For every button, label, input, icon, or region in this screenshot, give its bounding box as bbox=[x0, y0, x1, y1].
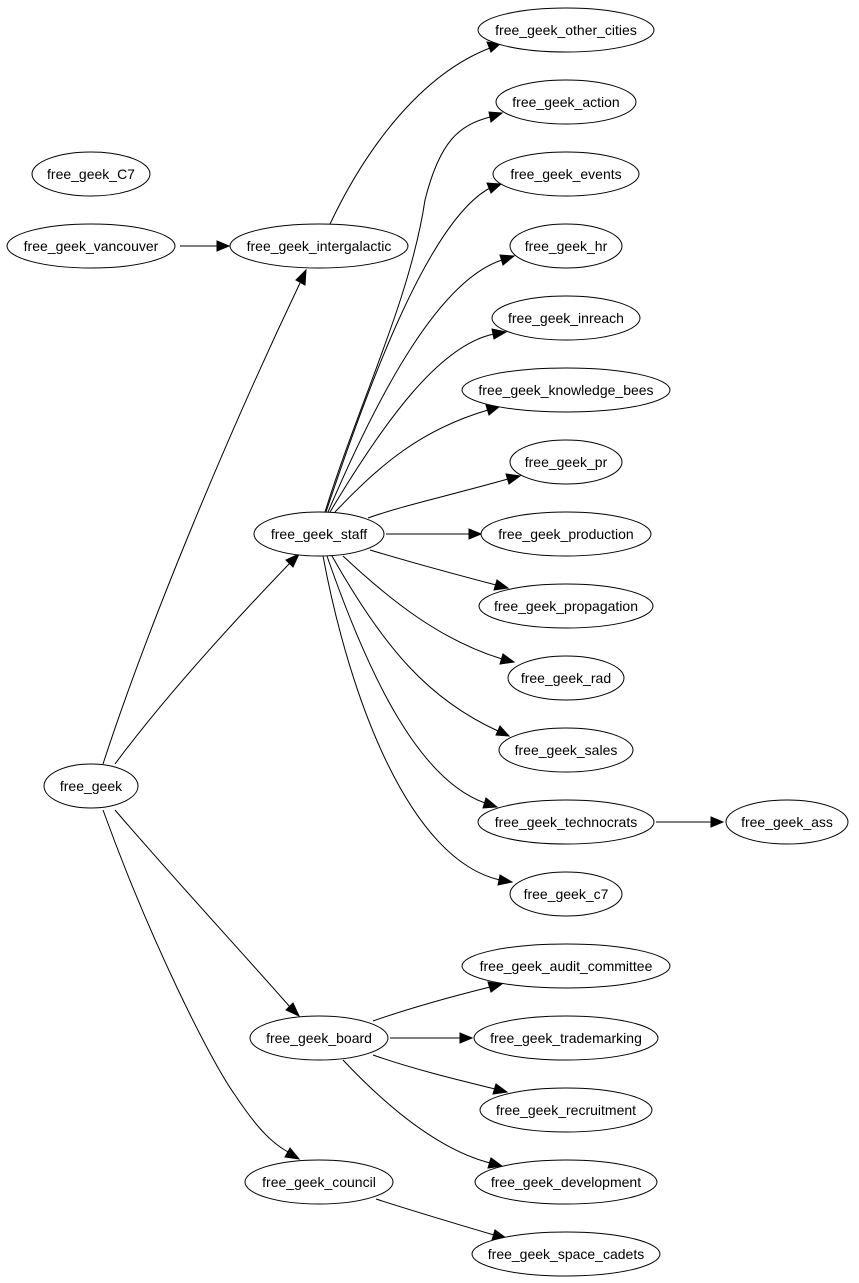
edge-staff-c7 bbox=[322, 555, 501, 881]
node-label: free_geek_c7 bbox=[524, 886, 609, 902]
node-label: free_geek_space_cadets bbox=[488, 1246, 644, 1262]
edge-staff-events bbox=[325, 187, 491, 513]
edge-staff-hr bbox=[327, 259, 503, 513]
edge-arrowhead bbox=[488, 111, 504, 123]
node-c7[interactable]: free_geek_c7 bbox=[509, 871, 623, 917]
edges bbox=[102, 41, 725, 1241]
edge-arrowhead bbox=[487, 981, 504, 993]
node-label: free_geek_hr bbox=[525, 238, 608, 254]
node-label: free_geek_vancouver bbox=[24, 238, 159, 254]
node-rad[interactable]: free_geek_rad bbox=[507, 655, 625, 701]
edge-staff-knowledge-bees bbox=[334, 409, 489, 513]
node-board[interactable]: free_geek_board bbox=[249, 1015, 389, 1061]
node-ass[interactable]: free_geek_ass bbox=[725, 799, 849, 845]
node-label: free_geek_production bbox=[498, 526, 633, 542]
edge-arrowhead bbox=[710, 816, 725, 828]
edge-arrowhead bbox=[459, 1032, 474, 1044]
node-label: free_geek_development bbox=[491, 1174, 641, 1190]
node-label: free_geek_recruitment bbox=[496, 1102, 636, 1118]
node-council[interactable]: free_geek_council bbox=[244, 1159, 394, 1205]
edge-arrowhead bbox=[468, 528, 483, 540]
node-label: free_geek_sales bbox=[515, 742, 618, 758]
node-label: free_geek_technocrats bbox=[495, 814, 637, 830]
edge-council-space-cadets bbox=[375, 1198, 495, 1236]
node-label: free_geek_events bbox=[510, 166, 621, 182]
node-label: free_geek_staff bbox=[271, 526, 367, 542]
edge-free-geek-council bbox=[102, 809, 289, 1153]
nodes: free_geek_other_cities free_geek_action … bbox=[6, 7, 849, 1277]
node-development[interactable]: free_geek_development bbox=[474, 1159, 658, 1205]
edge-intergalactic-other-cities bbox=[329, 47, 491, 225]
node-label: free_geek_audit_committee bbox=[480, 958, 653, 974]
edge-board-development bbox=[342, 1059, 491, 1164]
edge-arrowhead bbox=[497, 874, 514, 886]
node-trademarking[interactable]: free_geek_trademarking bbox=[473, 1015, 659, 1061]
edge-arrowhead bbox=[285, 1002, 301, 1018]
edge-staff-action bbox=[324, 116, 491, 513]
node-label: free_geek_pr bbox=[525, 454, 608, 470]
edge-board-recruitment bbox=[372, 1054, 496, 1090]
node-label: free_geek_C7 bbox=[47, 166, 135, 182]
edge-free-geek-staff bbox=[114, 562, 291, 765]
node-label: free_geek_board bbox=[266, 1030, 372, 1046]
node-inreach[interactable]: free_geek_inreach bbox=[491, 295, 641, 341]
node-label: free_geek_propagation bbox=[494, 598, 638, 614]
node-label: free_geek_inreach bbox=[508, 310, 624, 326]
edge-arrowhead bbox=[493, 579, 510, 591]
node-recruitment[interactable]: free_geek_recruitment bbox=[479, 1087, 653, 1133]
node-hr[interactable]: free_geek_hr bbox=[509, 223, 623, 269]
node-label: free_geek_other_cities bbox=[495, 22, 637, 38]
node-staff[interactable]: free_geek_staff bbox=[253, 511, 385, 557]
node-events[interactable]: free_geek_events bbox=[492, 151, 640, 197]
edge-arrowhead bbox=[284, 1147, 301, 1160]
edge-arrowhead bbox=[505, 473, 522, 485]
edge-arrowhead bbox=[486, 182, 503, 194]
node-label: free_geek_rad bbox=[521, 670, 611, 686]
node-knowledge-bees[interactable]: free_geek_knowledge_bees bbox=[461, 367, 671, 413]
node-other-cities[interactable]: free_geek_other_cities bbox=[477, 7, 655, 53]
edge-staff-technocrats bbox=[326, 555, 486, 804]
node-label: free_geek_council bbox=[262, 1174, 376, 1190]
edge-staff-sales bbox=[331, 555, 499, 732]
node-technocrats[interactable]: free_geek_technocrats bbox=[477, 799, 655, 845]
edge-staff-inreach bbox=[329, 333, 495, 513]
edge-free-geek-board bbox=[114, 809, 291, 1008]
edge-staff-propagation bbox=[369, 549, 497, 586]
edge-arrowhead bbox=[492, 1083, 509, 1095]
edge-arrowhead bbox=[491, 328, 508, 340]
edge-arrowhead bbox=[499, 653, 516, 665]
edge-free-geek-intergalactic bbox=[102, 282, 301, 765]
edge-staff-pr bbox=[367, 478, 509, 519]
edge-arrowhead bbox=[216, 240, 231, 252]
edge-arrowhead bbox=[499, 254, 516, 266]
node-label: free_geek_trademarking bbox=[490, 1030, 642, 1046]
node-pr[interactable]: free_geek_pr bbox=[509, 439, 623, 485]
node-label: free_geek_intergalactic bbox=[247, 238, 392, 254]
edge-arrowhead bbox=[295, 268, 307, 286]
node-label: free_geek_ass bbox=[741, 814, 833, 830]
edge-arrowhead bbox=[487, 1157, 504, 1169]
node-label: free_geek_knowledge_bees bbox=[478, 382, 653, 398]
node-label: free_geek bbox=[60, 778, 123, 794]
node-intergalactic[interactable]: free_geek_intergalactic bbox=[229, 223, 409, 269]
node-vancouver[interactable]: free_geek_vancouver bbox=[6, 223, 176, 269]
edge-arrowhead bbox=[285, 552, 301, 568]
edge-staff-rad bbox=[342, 555, 503, 660]
node-audit-committee[interactable]: free_geek_audit_committee bbox=[461, 943, 671, 989]
node-propagation[interactable]: free_geek_propagation bbox=[478, 583, 654, 629]
node-label: free_geek_action bbox=[512, 94, 619, 110]
node-action[interactable]: free_geek_action bbox=[495, 79, 637, 125]
node-c7-upper[interactable]: free_geek_C7 bbox=[31, 151, 151, 197]
edge-arrowhead bbox=[482, 797, 499, 809]
node-production[interactable]: free_geek_production bbox=[480, 511, 652, 557]
edge-board-audit-committee bbox=[372, 986, 491, 1022]
node-free-geek[interactable]: free_geek bbox=[43, 763, 139, 809]
node-space-cadets[interactable]: free_geek_space_cadets bbox=[471, 1231, 661, 1277]
node-sales[interactable]: free_geek_sales bbox=[498, 727, 634, 773]
edge-arrowhead bbox=[495, 725, 511, 737]
